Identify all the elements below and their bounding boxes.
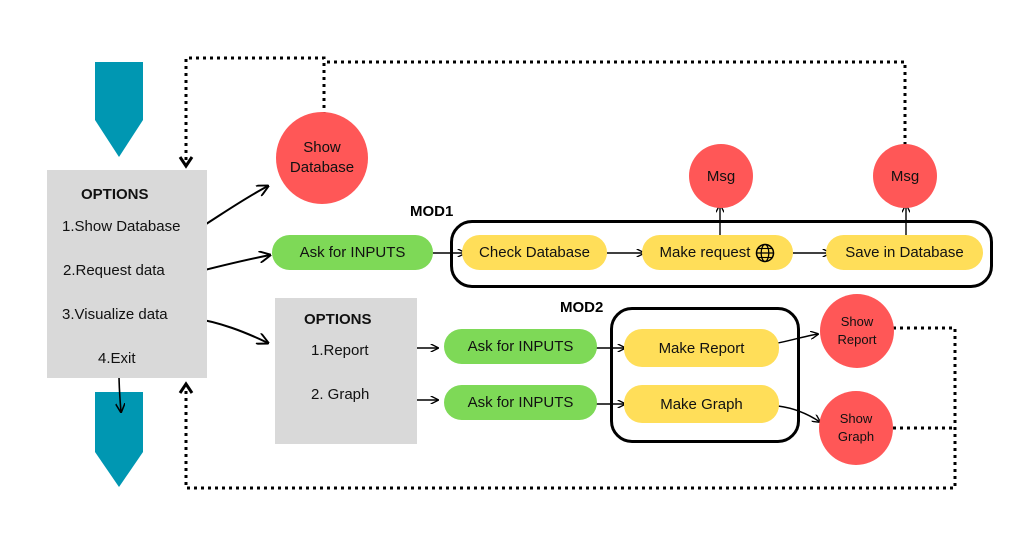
mod1-make-request: Make request (642, 235, 793, 270)
globe-icon (756, 243, 775, 262)
visualize-item-report[interactable]: 1.Report (311, 342, 369, 359)
mod2-label: MOD2 (560, 299, 604, 316)
visualize-options-box (275, 298, 417, 444)
mod1-msg-save: Msg (873, 144, 937, 208)
show-graph-line2: Graph (837, 429, 875, 444)
show-graph-line1: Show (839, 411, 873, 426)
mod1-check-database: Check Database (462, 235, 607, 270)
arrow-graph-show (777, 405, 820, 422)
mod1-save-database: Save in Database (826, 235, 983, 270)
menu-item-request-data[interactable]: 2.Request data (63, 262, 165, 279)
visualize-item-graph[interactable]: 2. Graph (311, 386, 370, 403)
menu-item-visualize-data[interactable]: 3.Visualize data (62, 306, 168, 323)
mod1-frame (450, 220, 993, 288)
mod2-frame (610, 307, 800, 443)
mod1-msg-request: Msg (689, 144, 753, 208)
loop-save-dotted (324, 60, 907, 145)
show-report-line1: Show (840, 314, 874, 329)
mod1-ask-inputs: Ask for INPUTS (272, 235, 433, 270)
arrow-down-icon (95, 62, 143, 157)
main-options-box (47, 170, 207, 378)
loop-bottom-arrowhead (178, 381, 194, 394)
arrow-down-icon (95, 392, 143, 487)
loop-top-dotted (184, 56, 326, 162)
loop-bottom-dotted (184, 326, 957, 490)
menu-item-show-database[interactable]: 1.Show Database (62, 218, 181, 235)
arrow-show-db (202, 186, 268, 227)
show-database-line1: Show (303, 139, 341, 156)
loop-top-arrowhead (178, 156, 194, 169)
mod2-ask-inputs-graph: Ask for INPUTS (444, 385, 597, 420)
mod2-make-report: Make Report (624, 329, 779, 367)
mod2-make-graph: Make Graph (624, 385, 779, 423)
mod1-make-request-label: Make request (659, 244, 751, 261)
mod2-ask-inputs-report: Ask for INPUTS (444, 329, 597, 364)
main-options-title: OPTIONS (81, 186, 149, 203)
show-report-line2: Report (837, 332, 877, 347)
mod1-label: MOD1 (410, 203, 454, 220)
menu-item-exit[interactable]: 4.Exit (98, 350, 136, 367)
visualize-options-title: OPTIONS (304, 311, 372, 328)
show-database-line2: Database (289, 159, 355, 176)
